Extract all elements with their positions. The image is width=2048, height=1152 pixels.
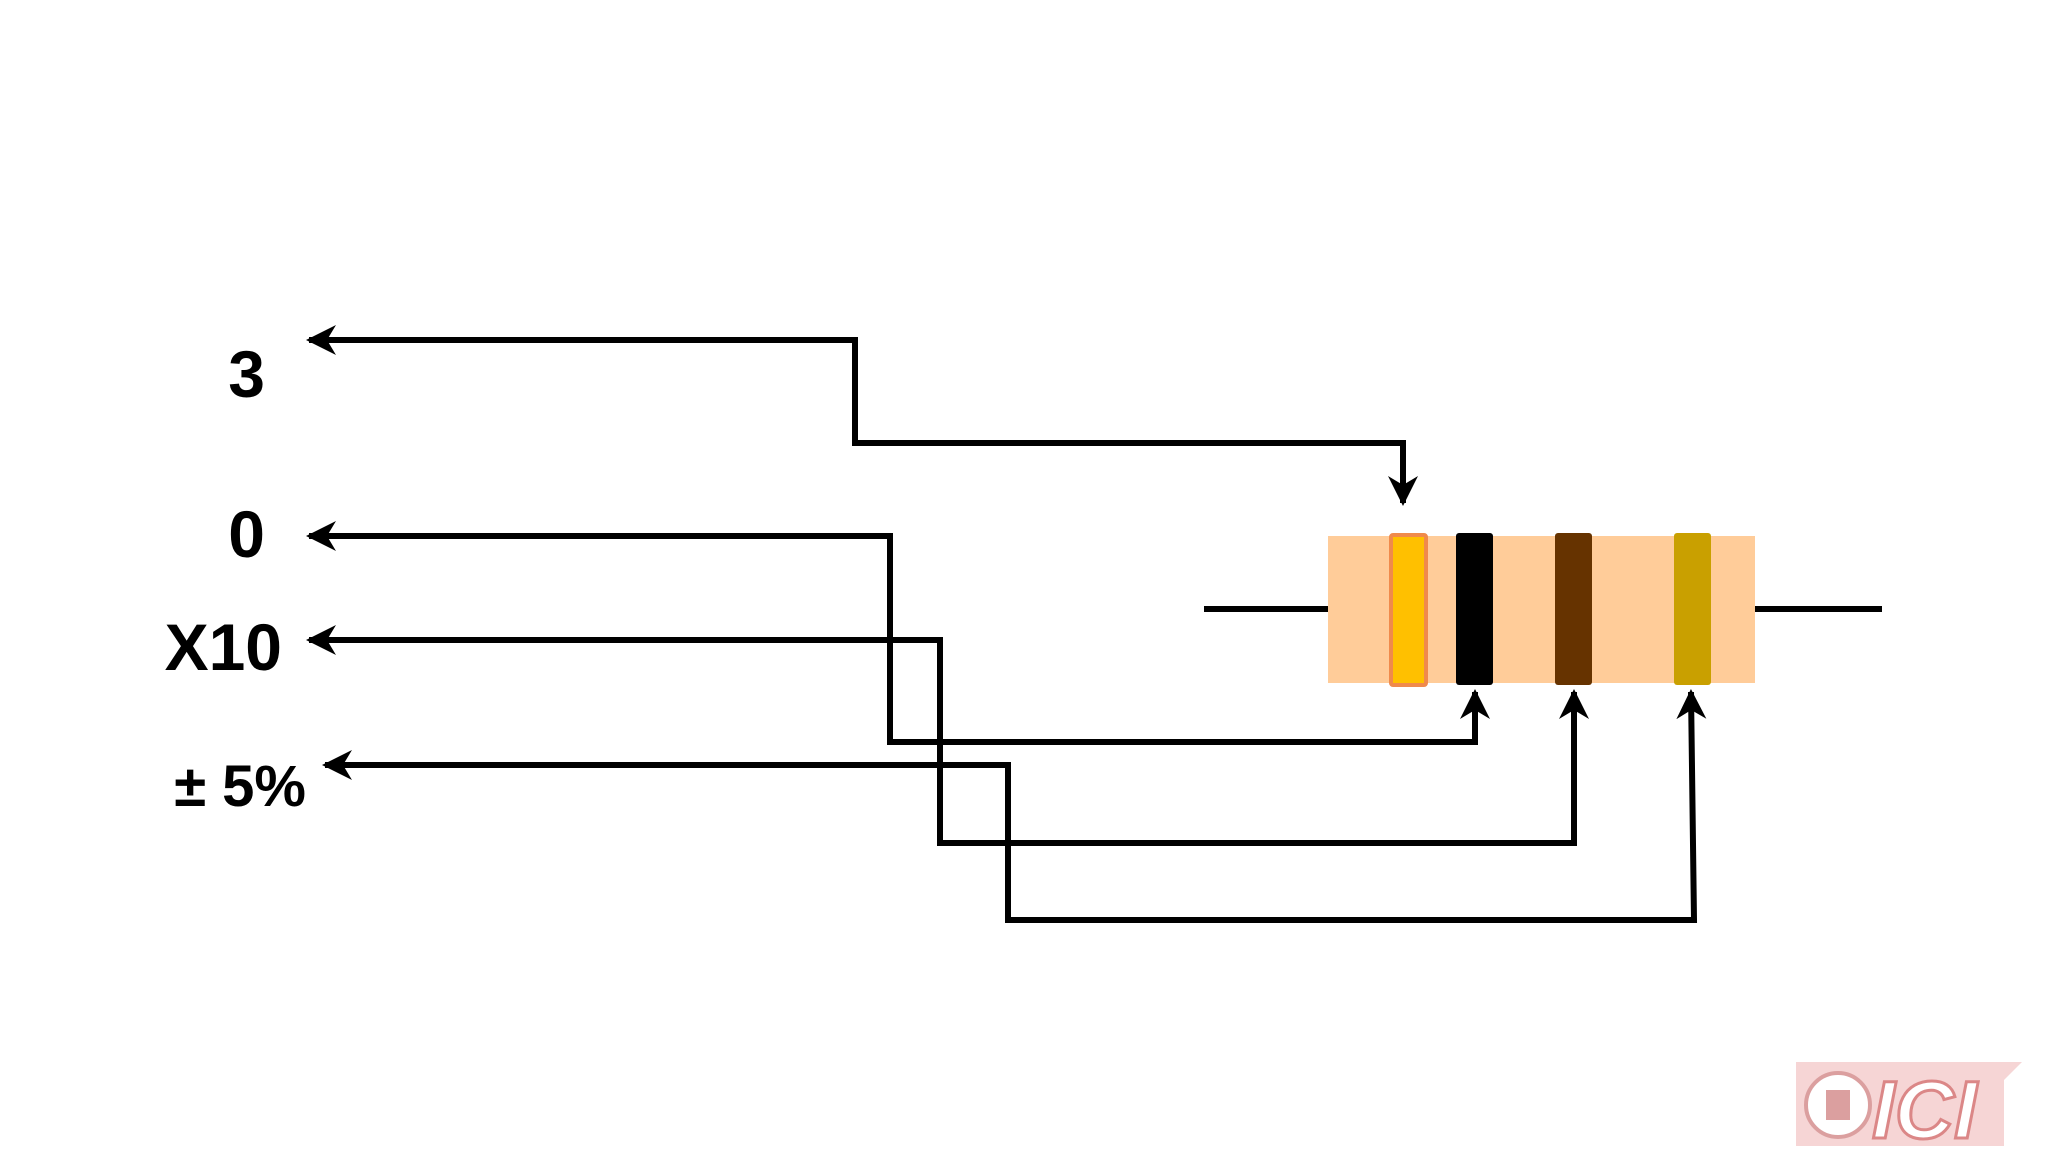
band-orange bbox=[1389, 533, 1428, 687]
band-gold bbox=[1674, 533, 1711, 685]
first-digit-label: 3 bbox=[228, 337, 265, 411]
second-digit-label: 0 bbox=[228, 497, 265, 571]
logo-text: ICI bbox=[1872, 1065, 1979, 1152]
multiplier-label: X10 bbox=[165, 610, 282, 684]
tolerance-connector bbox=[322, 689, 1707, 923]
band-black bbox=[1456, 533, 1493, 685]
tolerance-label: ± 5% bbox=[174, 754, 306, 819]
logo-seal-figure bbox=[1826, 1090, 1850, 1120]
ici-logo: ICI bbox=[1796, 1062, 2022, 1152]
multiplier-connector bbox=[306, 625, 1589, 846]
first-digit-connector bbox=[306, 325, 1418, 506]
band-brown bbox=[1555, 533, 1592, 685]
